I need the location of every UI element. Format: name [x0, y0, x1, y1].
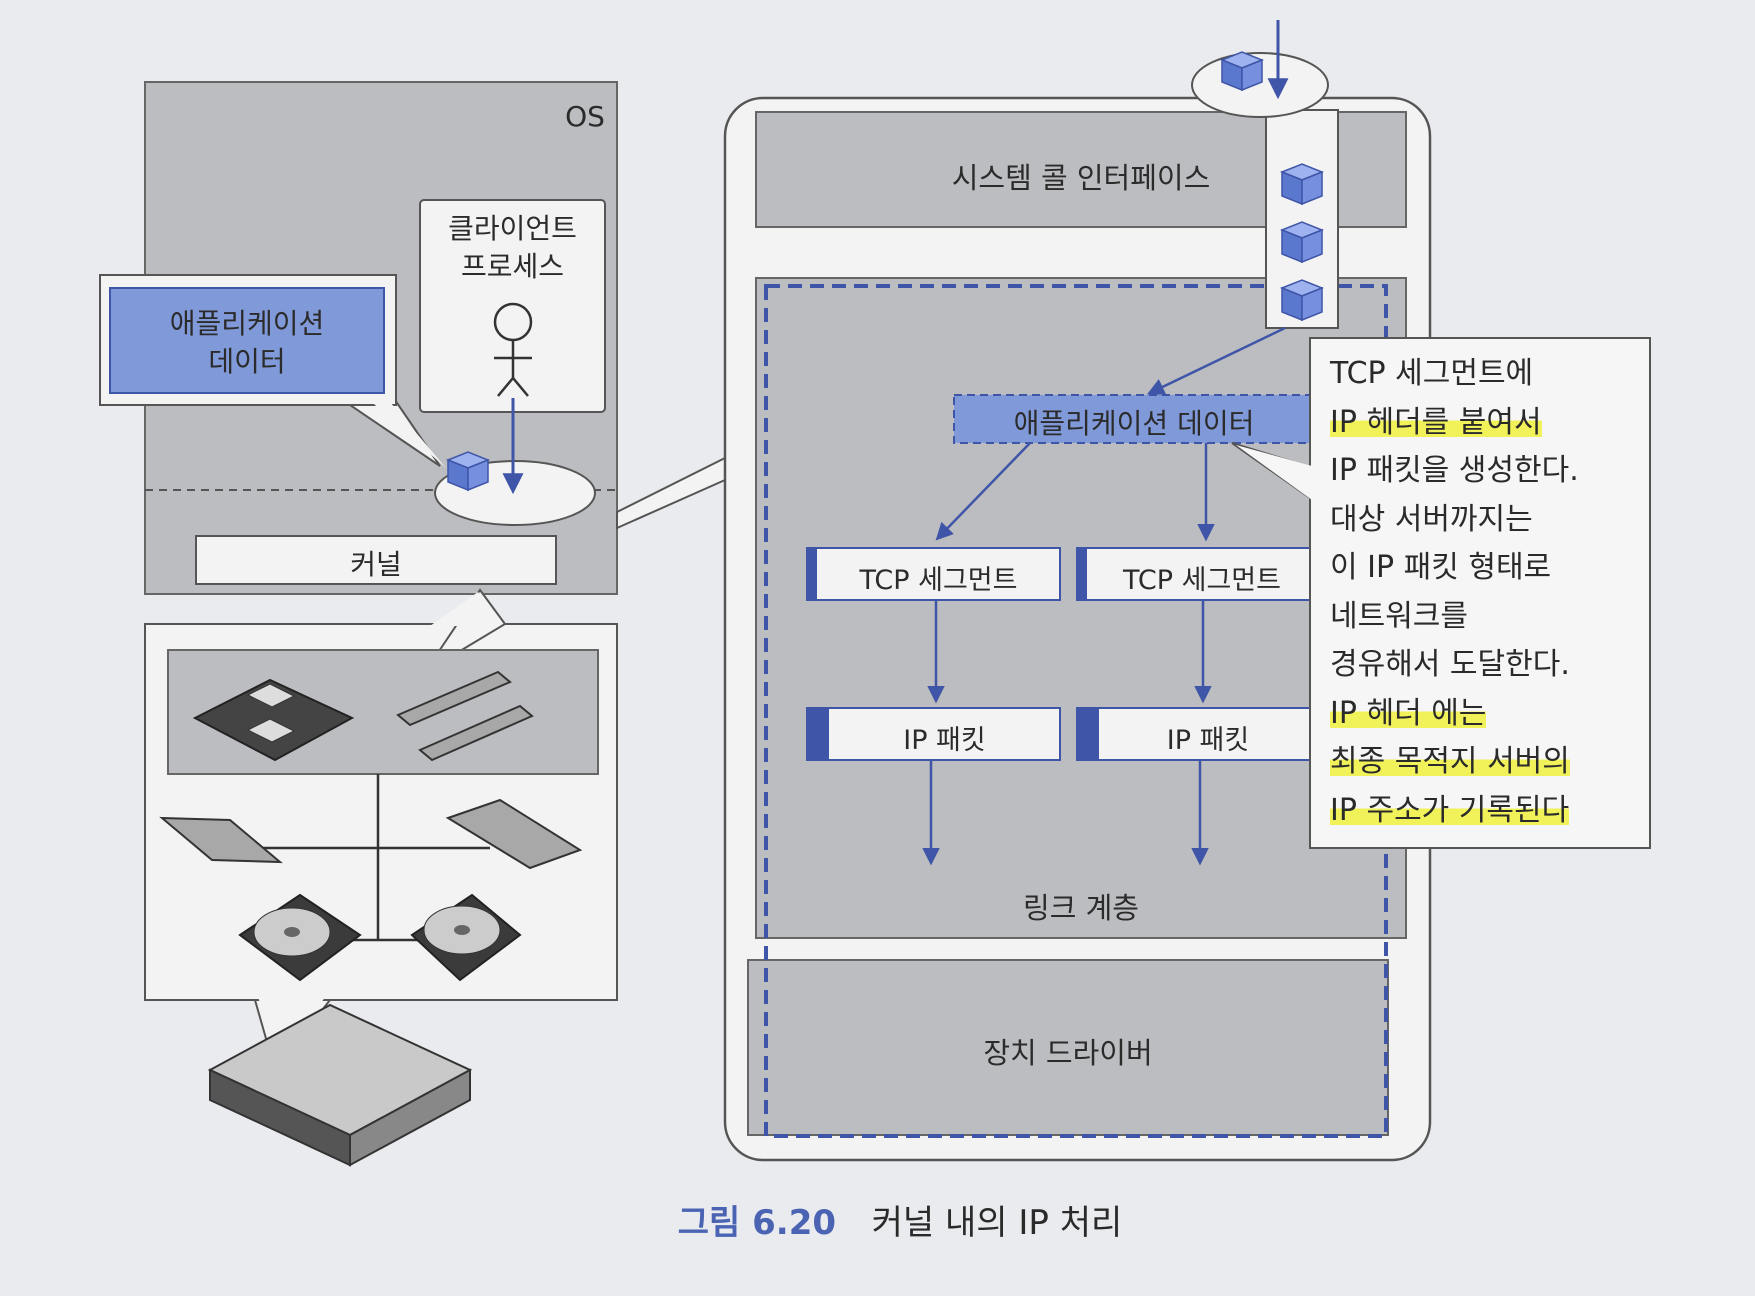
cpu-icon — [192, 678, 355, 762]
ip-packet-box-2 — [1076, 707, 1318, 761]
syscall-label: 시스템 콜 인터페이스 — [951, 161, 1211, 195]
kernel-box — [195, 535, 557, 585]
data-cube-icon — [1279, 163, 1325, 206]
data-cube-icon — [445, 451, 491, 492]
callout-line: IP 헤더를 붙여서 — [1330, 404, 1542, 440]
expansion-card-icon — [159, 816, 283, 864]
tcp-segment-box-2 — [1076, 547, 1318, 601]
callout-line: TCP 세그먼트에 — [1330, 356, 1534, 391]
callout-line: IP 패킷을 생성한다. — [1330, 453, 1579, 488]
ip-packet-label-2: IP 패킷 — [1166, 725, 1250, 756]
memory-icon — [396, 670, 534, 762]
person-icon — [493, 302, 533, 397]
figure-number: 그림 6.20 — [677, 1203, 837, 1243]
kernel-label: 커널 — [350, 548, 402, 581]
callout-line: 네트워크를 — [1330, 598, 1468, 634]
ip-packet-label-1: IP 패킷 — [903, 725, 986, 756]
callout-line: 경유해서 도달한다. — [1330, 647, 1570, 682]
os-label: OS — [565, 100, 605, 133]
tcp-segment-box-1 — [806, 547, 1061, 601]
protocol-stack-layer — [755, 277, 1407, 939]
data-cube-icon — [1279, 279, 1325, 322]
callout-line: 대상 서버까지는 — [1330, 501, 1533, 537]
ip-packet-box-1 — [806, 707, 1061, 761]
client-process-line-1: 클라이언트 — [448, 212, 577, 245]
link-layer-label: 링크 계층 — [1023, 891, 1139, 925]
app-data-callout — [99, 274, 446, 468]
tcp-segment-label-1: TCP 세그먼트 — [859, 565, 1018, 596]
callout-line: IP 주소가 기록된다 — [1330, 792, 1570, 828]
app-data-box — [953, 394, 1315, 444]
hard-disk-icon — [410, 893, 522, 982]
callout-line: IP 헤더 에는 — [1330, 695, 1487, 731]
data-cube-icon — [1279, 221, 1325, 264]
app-data-line-1: 애플리케이션 — [169, 307, 325, 340]
zoom-pointer — [616, 456, 726, 530]
server-icon — [207, 1003, 473, 1167]
client-process-label: 클라이언트 프로세스 — [420, 210, 605, 286]
figure-title: 커널 내의 IP 처리 — [871, 1203, 1123, 1243]
tcp-segment-label-2: TCP 세그먼트 — [1123, 565, 1281, 596]
client-process-line-2: 프로세스 — [460, 250, 565, 283]
app-data-label: 애플리케이션 데이터 — [110, 305, 384, 381]
expansion-card-icon — [445, 798, 583, 870]
data-cube-icon — [1219, 51, 1265, 92]
device-driver-label: 장치 드라이버 — [983, 1036, 1153, 1070]
app-data-box-label: 애플리케이션 데이터 — [1013, 407, 1255, 440]
figure-caption: 그림 6.20 커널 내의 IP 처리 — [600, 1195, 1200, 1244]
device-driver-layer — [747, 959, 1389, 1136]
callout-line: 최종 목적지 서버의 — [1330, 744, 1570, 779]
hard-disk-icon — [238, 893, 362, 982]
callout-line: 이 IP 패킷 형태로 — [1330, 550, 1552, 585]
app-data-line-2: 데이터 — [208, 345, 286, 378]
